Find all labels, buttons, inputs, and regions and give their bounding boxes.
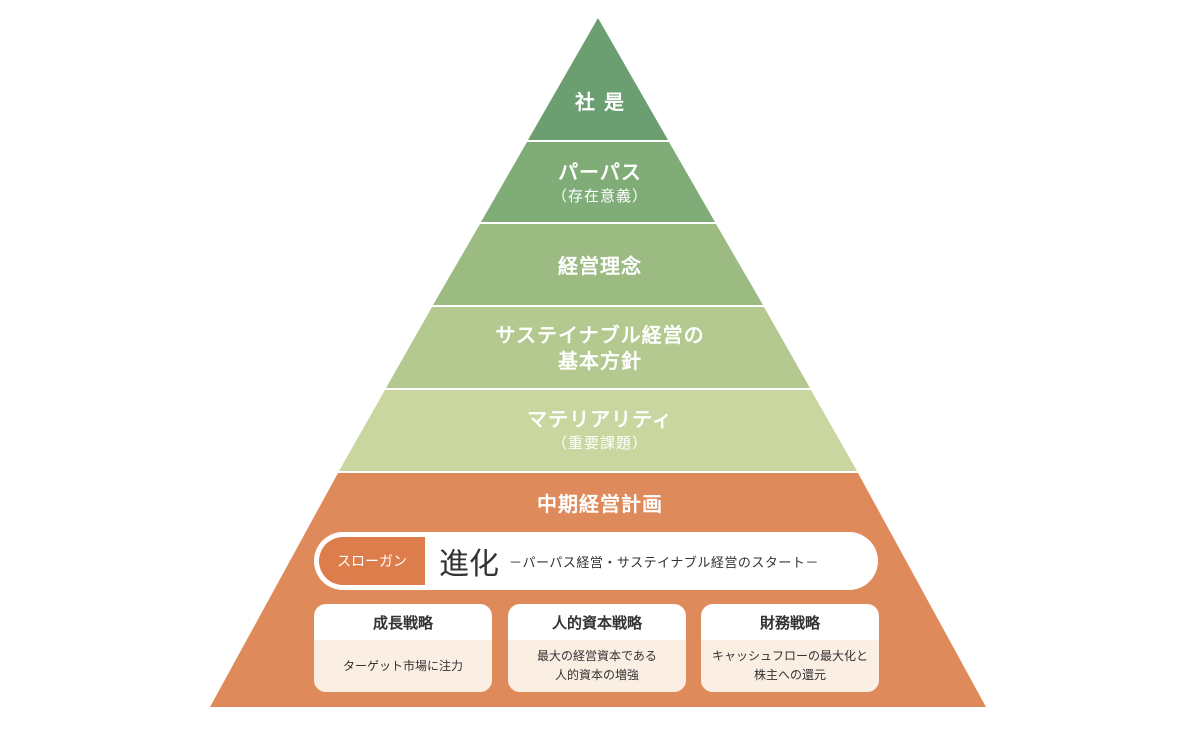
tier-subtitle: （重要課題） <box>551 434 648 452</box>
strategy-body: 最大の経営資本である 人的資本の増強 <box>508 640 686 692</box>
tier-title: 社 是 <box>575 90 625 114</box>
tier-title: パーパス <box>558 160 642 184</box>
tier-shape-4 <box>386 307 810 388</box>
slogan-tag: スローガン <box>319 537 425 585</box>
tier-shape-1 <box>528 18 668 140</box>
tier-label-materiality: マテリアリティ （重要課題） <box>0 406 1200 454</box>
strategy-title: 人的資本戦略 <box>551 613 642 632</box>
slogan-word: 進化 <box>439 547 499 582</box>
slogan-subtitle: －パーパス経営・サステイナブル経営のスタート－ <box>509 555 819 571</box>
tier-label-sustainability-policy: サステイナブル経営の 基本方針 <box>0 322 1200 374</box>
strategy-desc-line2: 人的資本の増強 <box>554 668 639 682</box>
tier-label-purpose: パーパス （存在意義） <box>0 159 1200 207</box>
tier-title: マテリアリティ <box>527 407 673 431</box>
strategy-card-human-capital: 人的資本戦略 最大の経営資本である 人的資本の増強 <box>508 604 686 692</box>
strategy-body: ターゲット市場に注力 <box>314 640 492 692</box>
tier-shape-5 <box>339 390 857 471</box>
strategy-body: キャッシュフローの最大化と 株主への還元 <box>701 640 879 692</box>
strategy-desc-line2: 株主への還元 <box>753 668 826 682</box>
plan-title: 中期経営計画 <box>537 492 663 516</box>
tier-title-line2: 基本方針 <box>558 349 642 373</box>
strategy-card-financial: 財務戦略 キャッシュフローの最大化と 株主への還元 <box>701 604 879 692</box>
tier-title: サステイナブル経営の <box>495 323 705 347</box>
slogan-bar: スローガン 進化 －パーパス経営・サステイナブル経営のスタート－ <box>314 532 878 590</box>
tier-shape-3 <box>433 224 763 305</box>
strategy-desc-line1: キャッシュフローの最大化と <box>711 649 868 663</box>
strategy-title: 財務戦略 <box>759 613 820 632</box>
tier-label-shain: 社 是 <box>0 89 1200 115</box>
strategy-desc-line1: 最大の経営資本である <box>537 649 657 663</box>
strategy-card-growth: 成長戦略 ターゲット市場に注力 <box>314 604 492 692</box>
tier-shape-2 <box>481 142 715 222</box>
tier-label-philosophy: 経営理念 <box>0 253 1200 279</box>
strategy-title: 成長戦略 <box>372 613 433 632</box>
strategy-desc-line1: ターゲット市場に注力 <box>342 658 463 673</box>
tier-subtitle: （存在意義） <box>551 187 648 205</box>
tier-title: 経営理念 <box>558 254 642 278</box>
